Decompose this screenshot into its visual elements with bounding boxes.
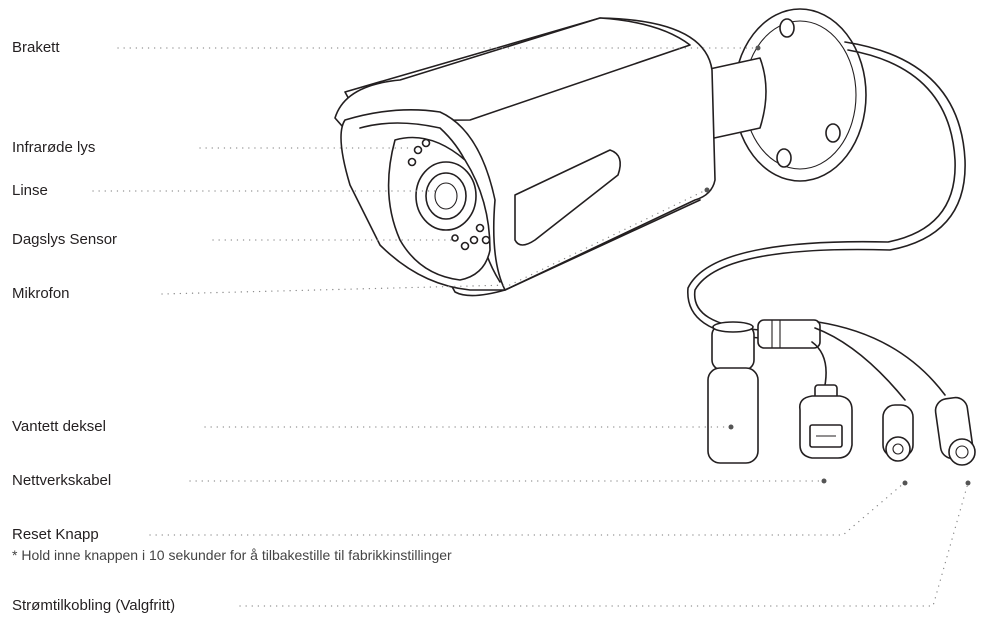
label-infrared: Infrarøde lys bbox=[12, 139, 96, 156]
bracket-arm bbox=[704, 57, 767, 141]
power-connector bbox=[934, 396, 976, 466]
network-connector bbox=[798, 384, 853, 459]
label-waterproof-cover: Vantett deksel bbox=[12, 418, 106, 435]
label-power: Strømtilkobling (Valgfritt) bbox=[12, 597, 176, 614]
label-bracket: Brakett bbox=[12, 39, 60, 56]
leader-lines bbox=[92, 45, 971, 607]
leader-microphone bbox=[161, 189, 707, 295]
reset-note: * Hold inne knappen i 10 sekunder for å … bbox=[12, 547, 452, 563]
cable bbox=[687, 41, 966, 401]
leader-power bbox=[239, 482, 969, 607]
label-daylight-sensor: Dagslys Sensor bbox=[12, 231, 118, 248]
waterproof-cover bbox=[707, 321, 759, 464]
label-network-cable: Nettverkskabel bbox=[12, 472, 112, 489]
reset-connector bbox=[882, 404, 914, 462]
label-reset-button: Reset Knapp bbox=[12, 526, 99, 543]
leader-reset bbox=[149, 482, 905, 536]
camera-body bbox=[334, 17, 716, 297]
label-microphone: Mikrofon bbox=[12, 285, 70, 302]
label-lens: Linse bbox=[12, 182, 48, 199]
